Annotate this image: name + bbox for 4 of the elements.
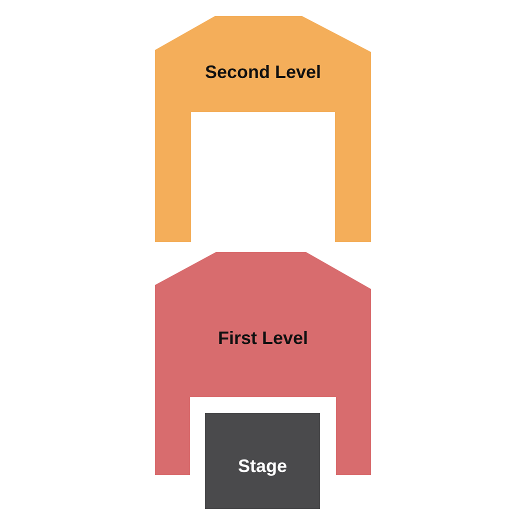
section-label: First Level: [218, 328, 308, 349]
stage-label: Stage: [238, 456, 288, 477]
stage-area: [205, 413, 320, 509]
section-label: Second Level: [204, 62, 322, 83]
